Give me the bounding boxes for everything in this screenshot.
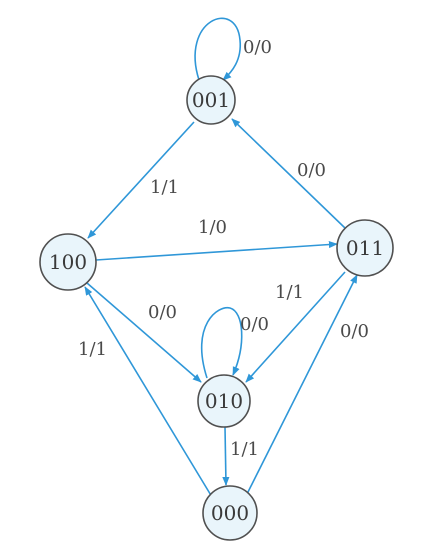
label-010-010: 0/0 <box>240 314 269 335</box>
label-001-001: 0/0 <box>243 37 272 58</box>
state-010-circle <box>197 374 251 428</box>
transition-011-010 <box>245 271 346 383</box>
transition-010-000 <box>222 426 230 486</box>
state-011-circle <box>336 219 394 277</box>
states: 001 100 011 010 000 <box>39 75 394 541</box>
transition-100-011 <box>95 240 338 261</box>
state-000: 000 <box>202 485 258 541</box>
state-001-label: 001 <box>192 88 230 112</box>
state-010: 010 <box>197 374 251 428</box>
state-011: 011 <box>336 219 394 277</box>
transition-100-010 <box>86 282 202 383</box>
transitions <box>84 17 358 498</box>
label-000-011: 0/0 <box>340 321 369 342</box>
state-001: 001 <box>186 75 236 125</box>
state-010-label: 010 <box>205 389 243 413</box>
state-100: 100 <box>39 233 97 291</box>
label-001-100: 1/1 <box>150 177 179 198</box>
transition-000-100 <box>84 286 213 498</box>
state-100-label: 100 <box>49 250 87 274</box>
transition-010-010 <box>201 306 243 379</box>
label-010-000: 1/1 <box>230 439 259 460</box>
transition-000-011 <box>246 274 358 495</box>
label-100-011: 1/0 <box>198 217 227 238</box>
state-011-label: 011 <box>346 236 384 260</box>
label-011-001: 0/0 <box>297 160 326 181</box>
label-100-010: 0/0 <box>148 302 177 323</box>
transition-011-001 <box>231 118 346 229</box>
label-000-100: 1/1 <box>78 339 107 360</box>
transition-001-001 <box>194 17 242 81</box>
state-001-circle <box>186 75 236 125</box>
transition-labels: 0/0 1/1 1/0 0/0 0/0 0/0 1/1 1/1 1/1 0/0 <box>78 37 369 460</box>
state-000-label: 000 <box>211 501 249 525</box>
state-000-circle <box>202 485 258 541</box>
label-011-010: 1/1 <box>275 282 304 303</box>
transition-001-100 <box>87 121 195 239</box>
state-100-circle <box>39 233 97 291</box>
